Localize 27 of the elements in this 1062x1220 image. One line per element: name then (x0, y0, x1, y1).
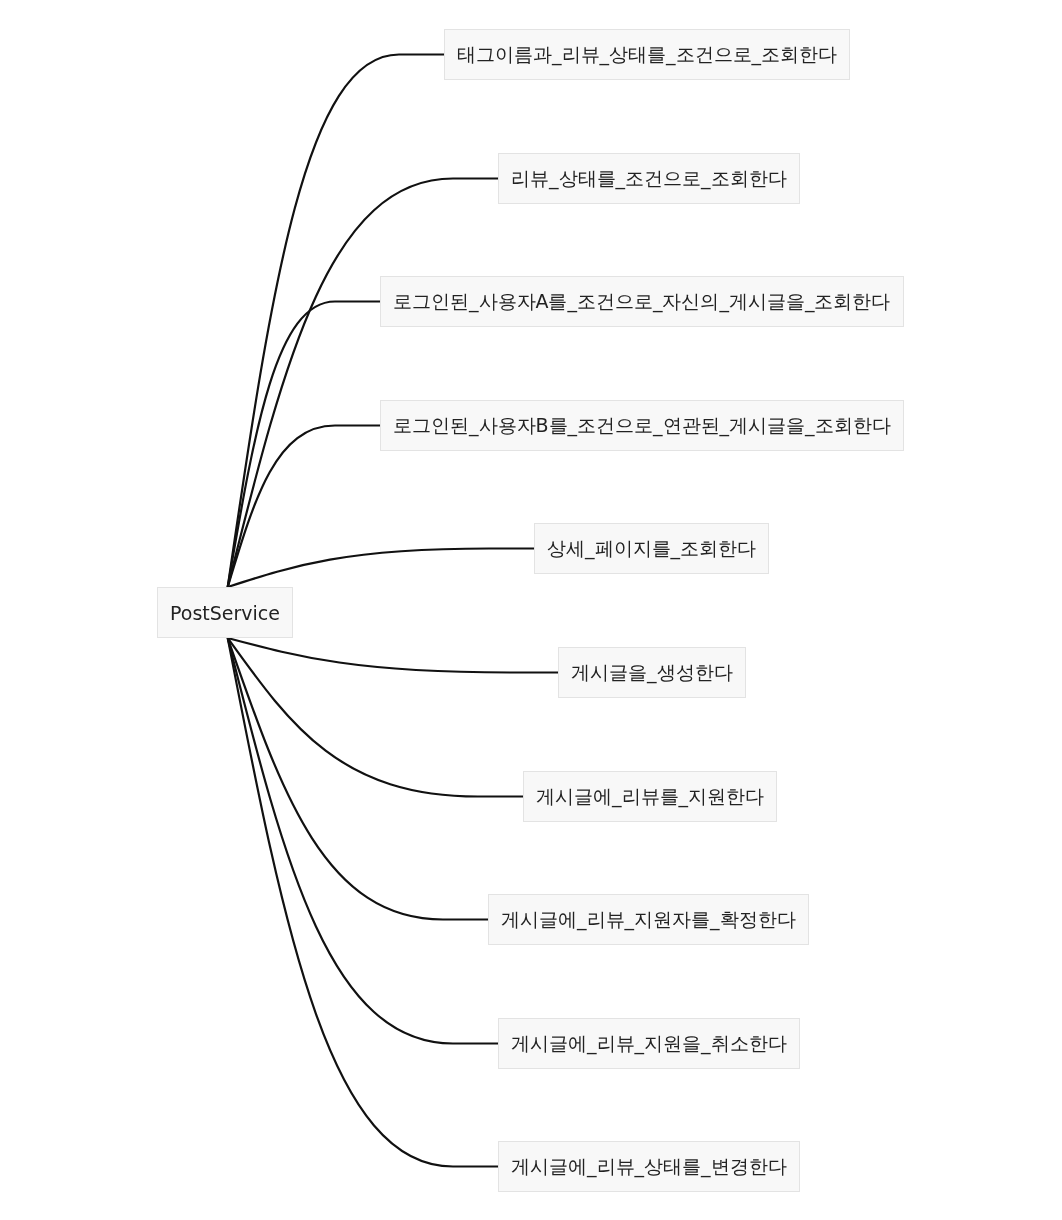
leaf-node (444, 29, 850, 80)
node-label: 리뷰_상태를_조건으로_조회한다 (511, 165, 787, 192)
root-node (157, 587, 293, 638)
leaf-node (523, 771, 777, 822)
leaf-node (498, 1018, 800, 1069)
node-label: 게시글을_생성한다 (571, 659, 733, 686)
leaf-node (534, 523, 769, 574)
connector-curve (227, 636, 558, 674)
node-label: 태그이름과_리뷰_상태를_조건으로_조회한다 (457, 41, 837, 68)
leaf-node (380, 400, 904, 451)
connector-curve (226, 424, 380, 588)
node-label: 게시글에_리뷰를_지원한다 (536, 783, 764, 810)
leaf-node (488, 894, 809, 945)
node-label: 로그인된_사용자B를_조건으로_연관된_게시글을_조회한다 (393, 412, 891, 439)
connector-curve (226, 637, 498, 1168)
node-label: 게시글에_리뷰_상태를_변경한다 (511, 1153, 787, 1180)
leaf-node (380, 276, 904, 327)
node-label: PostService (170, 601, 280, 624)
leaf-node (498, 1141, 800, 1192)
leaf-node (558, 647, 746, 698)
node-label: 게시글에_리뷰_지원자를_확정한다 (501, 906, 796, 933)
connector-curve (226, 637, 523, 798)
connector-curve (227, 547, 534, 589)
node-label: 게시글에_리뷰_지원을_취소한다 (511, 1030, 787, 1057)
leaf-node (498, 153, 800, 204)
node-label: 로그인된_사용자A를_조건으로_자신의_게시글을_조회한다 (393, 288, 891, 315)
node-label: 상세_페이지를_조회한다 (547, 535, 756, 562)
